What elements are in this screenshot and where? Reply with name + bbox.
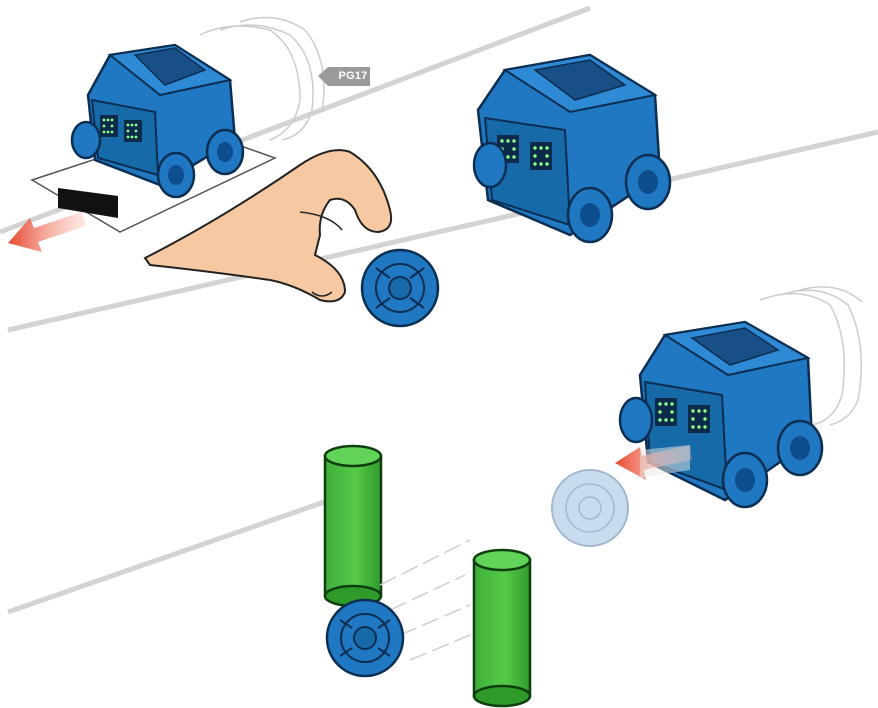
divider-line-bottom bbox=[8, 500, 330, 612]
page-ref-label: PG17 bbox=[336, 68, 370, 85]
ball-top bbox=[362, 250, 438, 326]
ball-bottom bbox=[327, 600, 403, 676]
robot-right bbox=[620, 322, 822, 507]
direction-arrow-left bbox=[8, 212, 86, 252]
robot-center bbox=[474, 55, 670, 242]
cylinder-right bbox=[474, 550, 530, 706]
ball-faded bbox=[552, 470, 628, 546]
cylinder-left bbox=[325, 446, 381, 606]
